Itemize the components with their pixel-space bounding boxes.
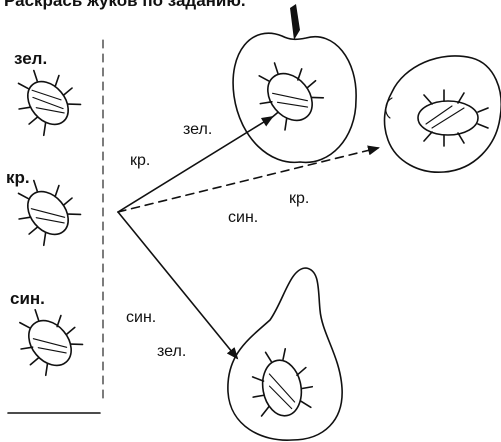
beetle-icon bbox=[19, 308, 84, 377]
arrow-pear-label-a: син. bbox=[126, 309, 156, 326]
apple-stem-icon bbox=[290, 4, 300, 40]
pear-outline bbox=[227, 267, 343, 441]
apple-fruit[interactable] bbox=[232, 4, 357, 164]
beetle-icon bbox=[258, 62, 325, 131]
beetle-blue[interactable]: син. bbox=[5, 289, 88, 381]
arrow-lemon-label-b: кр. bbox=[289, 190, 309, 207]
beetle-green-label: зел. bbox=[14, 49, 47, 68]
beetle-icon bbox=[17, 69, 82, 137]
lemon-outline bbox=[383, 55, 501, 173]
beetle-red[interactable]: кр. bbox=[5, 168, 85, 249]
arrow-to-pear bbox=[117, 211, 239, 360]
beetle-red-label: кр. bbox=[6, 168, 30, 187]
pear-fruit[interactable] bbox=[227, 267, 343, 441]
arrow-lemon-label-a: син. bbox=[228, 209, 258, 226]
arrow-to-lemon bbox=[117, 145, 380, 213]
lemon-fruit[interactable] bbox=[383, 55, 501, 173]
task-heading: Раскрась жуков по заданию. bbox=[4, 0, 246, 10]
beetle-icon bbox=[417, 89, 489, 147]
beetle-icon bbox=[17, 179, 82, 247]
lemon-tip-icon bbox=[385, 97, 393, 119]
arrow-apple-label-a: зел. bbox=[183, 121, 212, 138]
beetle-blue-label: син. bbox=[10, 289, 45, 308]
beetle-green[interactable]: зел. bbox=[5, 49, 85, 139]
arrow-pear-label-b: зел. bbox=[157, 343, 186, 360]
arrow-apple-label-b: кр. bbox=[130, 152, 150, 169]
apple-outline bbox=[232, 32, 357, 164]
beetle-icon bbox=[251, 348, 314, 417]
